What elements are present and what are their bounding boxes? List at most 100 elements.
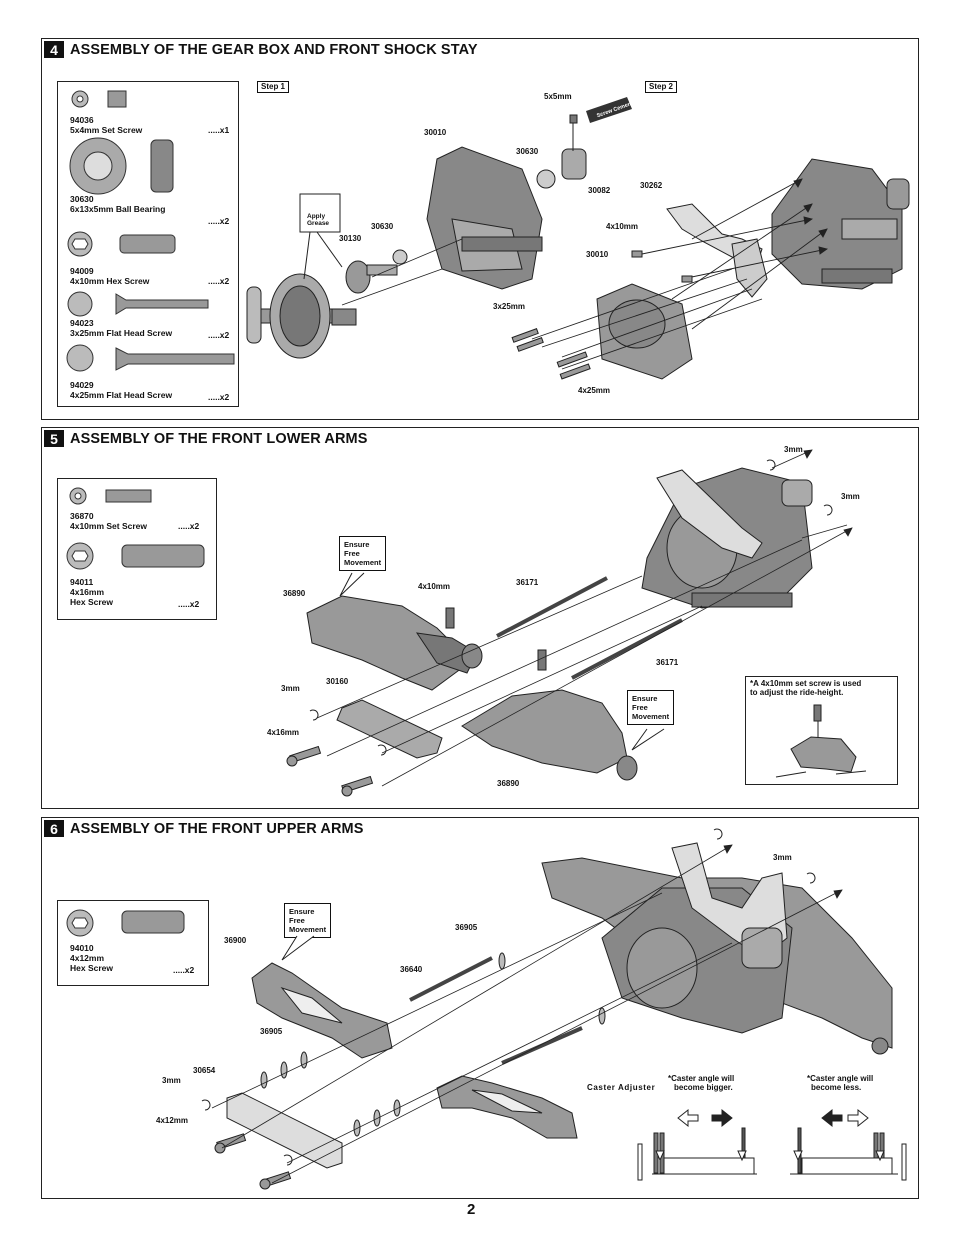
flat-screw-long-icon (115, 347, 235, 371)
upper-arms-illustration (201, 828, 907, 1190)
qty-30630: .....x2 (208, 216, 230, 226)
label-4x10mm: 4x10mm (606, 222, 639, 231)
hex-screw-icon (121, 910, 185, 934)
label-3mm-a: 3mm (784, 445, 803, 454)
hinge-pin-icon (409, 956, 493, 1002)
section-title: ASSEMBLY OF THE FRONT LOWER ARMS (70, 430, 368, 447)
part-94036: 94036 5x4mm Set Screw (70, 115, 143, 135)
flat-head-icon-2 (66, 344, 94, 372)
label-30630-a: 30630 (516, 147, 539, 156)
section-title: ASSEMBLY OF THE FRONT UPPER ARMS (70, 820, 364, 837)
set-screw-icon (105, 489, 152, 503)
label-5x5mm: 5x5mm (544, 92, 572, 101)
label-36900: 36900 (224, 936, 247, 945)
section-number: 5 (44, 430, 64, 447)
gearbox-illustration (246, 97, 910, 380)
section-front-upper-arms: 6 ASSEMBLY OF THE FRONT UPPER ARMS 94010… (41, 817, 919, 1199)
hex-screw-icon (119, 234, 176, 254)
caster-plate-icon (226, 1092, 343, 1169)
shock-stay-icon (666, 203, 768, 298)
parts-icons (66, 909, 185, 937)
qty-94009: .....x2 (208, 276, 230, 286)
section-gear-box: 4 ASSEMBLY OF THE GEAR BOX AND FRONT SHO… (41, 38, 919, 420)
ride-height-illustration (775, 704, 867, 778)
part-94023: 94023 3x25mm Flat Head Screw (70, 318, 173, 338)
part-94010: 94010 4x12mm Hex Screw (70, 943, 113, 973)
qty-36870: .....x2 (178, 521, 200, 531)
qty-94029: .....x2 (208, 392, 230, 402)
ride-height-note-text: *A 4x10mm set screw is used to adjust th… (750, 679, 862, 697)
part-94009: 94009 4x10mm Hex Screw (70, 266, 150, 286)
lower-arm-icon (306, 595, 483, 691)
label-4x16mm: 4x16mm (267, 728, 300, 737)
parts-list: 94010 4x12mm Hex Screw .....x2 (57, 900, 209, 986)
section-header: 6 ASSEMBLY OF THE FRONT UPPER ARMS (44, 820, 364, 837)
label-36905-a: 36905 (455, 923, 478, 932)
upper-arm-icon-2 (436, 1075, 578, 1139)
gearbox-assembly-icon (641, 467, 813, 609)
label-36171-a: 36171 (516, 578, 539, 587)
label-3mm-c: 3mm (281, 684, 300, 693)
label-36171-b: 36171 (656, 658, 679, 667)
label-3mm-a: 3mm (773, 853, 792, 862)
label-36640: 36640 (400, 965, 423, 974)
label-4x25mm: 4x25mm (578, 386, 611, 395)
assembled-gearbox-icon (771, 158, 910, 290)
bearing-small-icon (392, 249, 408, 265)
upper-arm-icon (251, 962, 393, 1059)
label-36905-b: 36905 (260, 1027, 283, 1036)
section-title: ASSEMBLY OF THE GEAR BOX AND FRONT SHOCK… (70, 41, 478, 58)
step-2-label: Step 2 (645, 81, 678, 93)
hinge-mount-icon (336, 699, 443, 759)
part-94029: 94029 4x25mm Flat Head Screw (70, 380, 173, 400)
caster-diagram-less-icon (790, 1108, 907, 1181)
label-30630-b: 30630 (371, 222, 394, 231)
part-94011: 94011 4x16mm Hex Screw (70, 577, 113, 607)
label-30654: 30654 (193, 1066, 216, 1075)
label-4x12mm: 4x12mm (156, 1116, 189, 1125)
chassis-assembly-icon (541, 842, 893, 1055)
parts-list: 36870 4x10mm Set Screw .....x2 94011 4x1… (57, 478, 217, 620)
set-screw-icon (107, 90, 127, 108)
caster-diagram-bigger-icon (637, 1108, 757, 1181)
gearbox-housing-icon (426, 146, 543, 290)
label-30010-a: 30010 (424, 128, 447, 137)
parts-icons (66, 487, 205, 570)
hinge-pin-icon-2 (571, 618, 683, 680)
bearing-side-icon (150, 139, 174, 193)
label-36890-b: 36890 (497, 779, 520, 788)
gearbox-cover-icon (596, 283, 693, 380)
section-front-lower-arms: 5 ASSEMBLY OF THE FRONT LOWER ARMS 36870… (41, 427, 919, 809)
label-3mm-b: 3mm (162, 1076, 181, 1085)
pinion-gear-icon (345, 260, 398, 294)
section-header: 4 ASSEMBLY OF THE GEAR BOX AND FRONT SHO… (44, 41, 478, 58)
flat-screw-icon (115, 293, 209, 315)
section-number: 4 (44, 41, 64, 58)
qty-94010: .....x2 (173, 965, 195, 975)
parts-list: 94036 5x4mm Set Screw .....x1 30630 6x13… (57, 81, 239, 407)
label-3x25mm: 3x25mm (493, 302, 526, 311)
label-30130: 30130 (339, 234, 362, 243)
screw-cement-icon (586, 97, 632, 123)
lower-arm-icon-2 (461, 689, 638, 781)
differential-icon (246, 273, 357, 359)
section-number: 6 (44, 820, 64, 837)
lower-arms-illustration (286, 449, 853, 797)
label-30262: 30262 (640, 181, 663, 190)
page-number: 2 (467, 1201, 476, 1218)
label-3mm-b: 3mm (841, 492, 860, 501)
step-1-label: Step 1 (257, 81, 290, 93)
label-30160: 30160 (326, 677, 349, 686)
hinge-pin-icon-2 (501, 1026, 583, 1065)
label-4x10mm: 4x10mm (418, 582, 451, 591)
label-30010-b: 30010 (586, 250, 609, 259)
label-36890-a: 36890 (283, 589, 306, 598)
qty-94023: .....x2 (208, 330, 230, 340)
hex-screw-icon (121, 544, 205, 568)
